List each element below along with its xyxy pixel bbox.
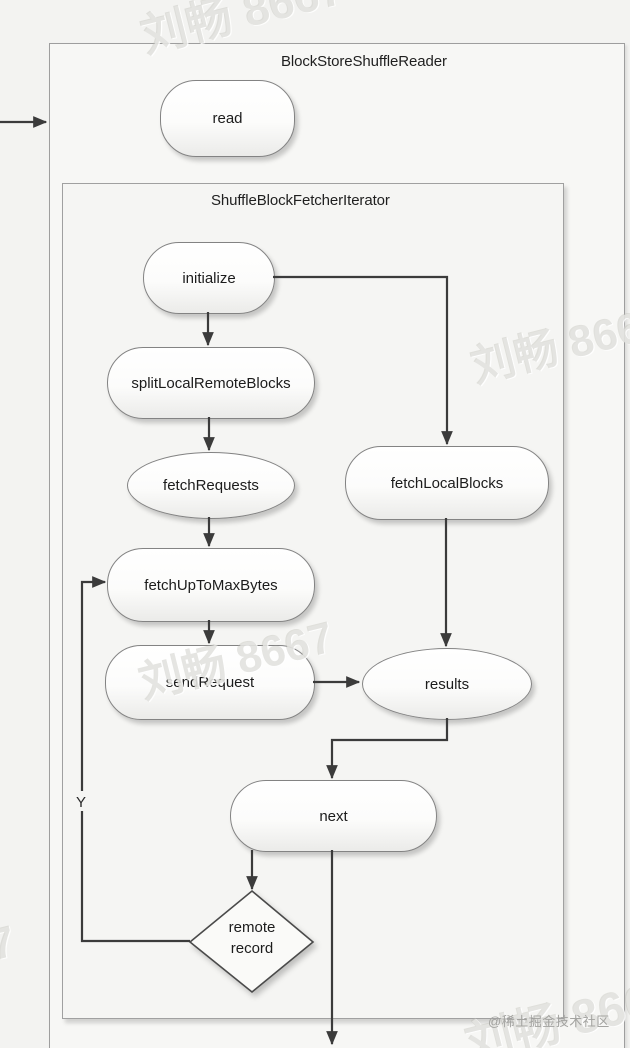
node-results: results	[362, 648, 532, 720]
node-fetch-requests: fetchRequests	[127, 452, 295, 519]
node-initialize: initialize	[143, 242, 275, 314]
outer-box-title: BlockStoreShuffleReader	[281, 53, 447, 70]
remote-record-line2: record	[230, 940, 274, 957]
node-fetch-local-blocks: fetchLocalBlocks	[345, 446, 549, 520]
node-split-local-remote-blocks: splitLocalRemoteBlocks	[107, 347, 315, 419]
node-remote-record-label: remote record	[190, 917, 314, 959]
watermark-bottom-left: 刘畅 8667	[0, 916, 21, 1012]
node-fetch-up-to-max-bytes: fetchUpToMaxBytes	[107, 548, 315, 622]
node-read: read	[160, 80, 295, 157]
remote-record-line1: remote	[228, 919, 276, 936]
node-next: next	[230, 780, 437, 852]
node-send-request: sendRequest	[105, 645, 315, 720]
inner-box-title: ShuffleBlockFetcherIterator	[211, 192, 390, 209]
community-attribution-watermark: @稀土掘金技术社区	[488, 1014, 610, 1029]
